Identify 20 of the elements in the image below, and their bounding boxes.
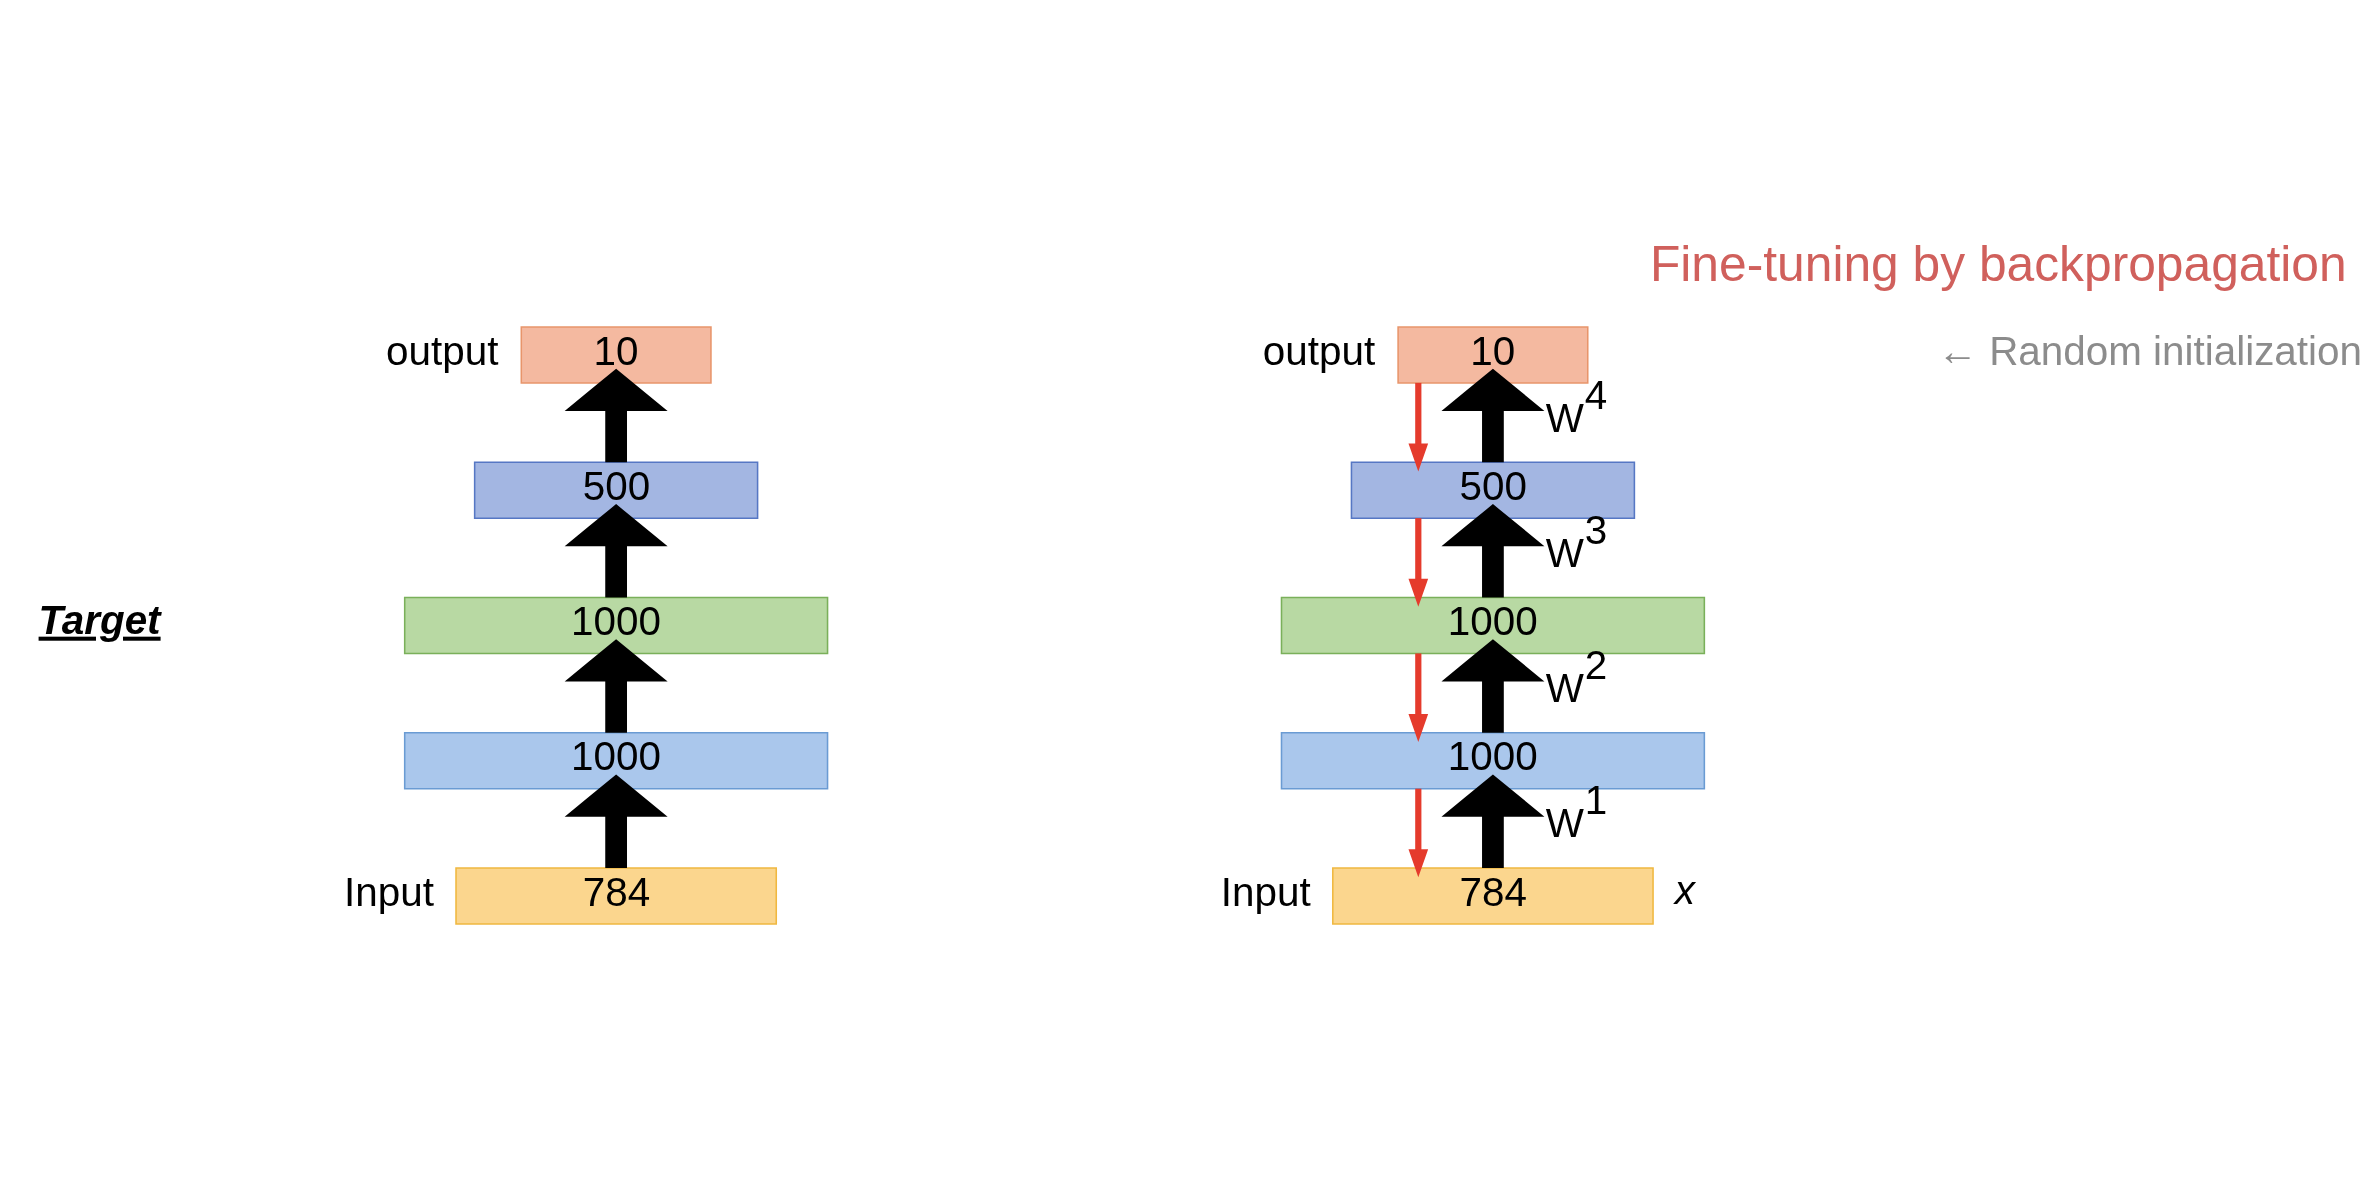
arrow: [1441, 639, 1545, 733]
node-label: output: [1262, 327, 1376, 374]
arrow: [1441, 774, 1545, 868]
label: Target: [38, 596, 161, 643]
arrow: [1441, 368, 1545, 463]
arrow: [564, 774, 668, 868]
arrow: [1408, 653, 1429, 743]
arrow: [1441, 504, 1545, 598]
arrow: [1408, 518, 1429, 607]
node-label: Input: [1220, 868, 1311, 915]
label: ← Random initialization: [1937, 327, 2363, 374]
node-label: output: [386, 327, 499, 374]
arrow: [564, 639, 668, 733]
arrow: [564, 504, 668, 598]
node-label: x: [1674, 867, 1696, 914]
node-label: Input: [344, 868, 434, 915]
arrow: [1408, 788, 1429, 878]
diagram-title: Fine-tuning by backpropagation: [1649, 236, 2347, 293]
arrow: [1408, 382, 1429, 472]
arrow: [564, 368, 668, 463]
